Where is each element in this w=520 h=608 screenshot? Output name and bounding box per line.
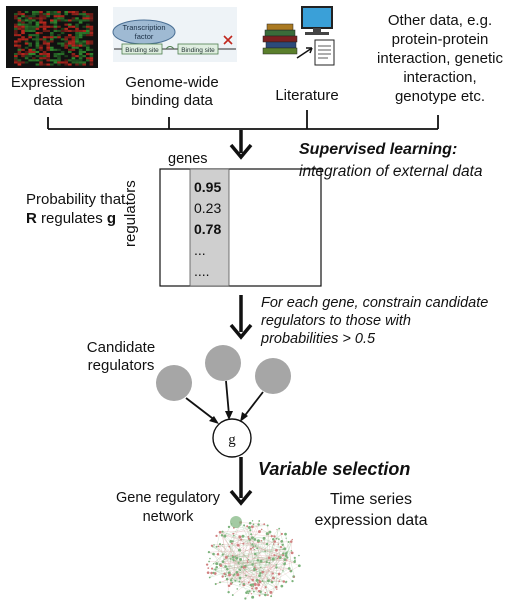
- regulator-node-2: [205, 345, 241, 381]
- target-gene-node: [212, 418, 252, 458]
- binding-site-box-1: [121, 43, 163, 55]
- unbound-cross-icon: [223, 35, 233, 45]
- other-data-label: Other data, e.g. protein-protein interac…: [377, 12, 503, 105]
- literature-label: Literature: [275, 87, 339, 104]
- tf-label-1: Transcription: [122, 23, 165, 32]
- probability-value: ....: [194, 263, 210, 279]
- regulator-node-1: [156, 365, 192, 401]
- binding-site-diagram: Transcription factor Binding site Bindin…: [112, 7, 237, 62]
- probability-caption: Probability that R regulates g: [26, 191, 126, 227]
- probability-value: 0.95: [194, 179, 222, 195]
- supervised-learning-subtitle: integration of external data: [299, 163, 483, 180]
- binding-site-label-2: Binding site: [181, 47, 215, 54]
- probability-matrix: [159, 168, 322, 287]
- time-series-label: Time series expression data: [314, 491, 428, 529]
- binding-site-label-1: Binding site: [125, 47, 159, 54]
- regulator-graph: g: [156, 345, 291, 458]
- computer-monitor-icon: [301, 6, 333, 29]
- expression-heatmap: [6, 6, 98, 68]
- candidate-regulators-label: Candidate regulators: [86, 339, 156, 374]
- probability-value: 0.23: [194, 200, 222, 216]
- sources-bracket: [47, 110, 439, 130]
- literature-icon: [262, 6, 335, 66]
- matrix-box: [159, 168, 322, 287]
- supervised-learning-title: Supervised learning:: [299, 141, 458, 158]
- probability-value: 0.78: [194, 221, 222, 237]
- expression-data-label: Expression data: [10, 74, 86, 109]
- gene-regulatory-network-graphic: [205, 516, 301, 600]
- document-icon: [314, 39, 335, 66]
- target-gene-label: g: [228, 432, 236, 448]
- constrain-caption: For each gene, constrain candidate regul…: [261, 295, 489, 347]
- highlighted-gene-column: [189, 168, 230, 287]
- probability-values: 0.95 0.23 0.78.......: [194, 177, 221, 282]
- binding-data-label: Genome-wide binding data: [125, 74, 219, 109]
- variable-selection-title: Variable selection: [258, 459, 411, 479]
- network-label: Gene regulatory network: [116, 490, 220, 525]
- binding-site-box-2: [177, 43, 219, 55]
- flow-arrows: [229, 130, 253, 506]
- tf-label-2: factor: [135, 32, 154, 41]
- genes-header: genes: [168, 151, 208, 167]
- probability-value: ...: [194, 242, 206, 258]
- regulator-node-3: [255, 358, 291, 394]
